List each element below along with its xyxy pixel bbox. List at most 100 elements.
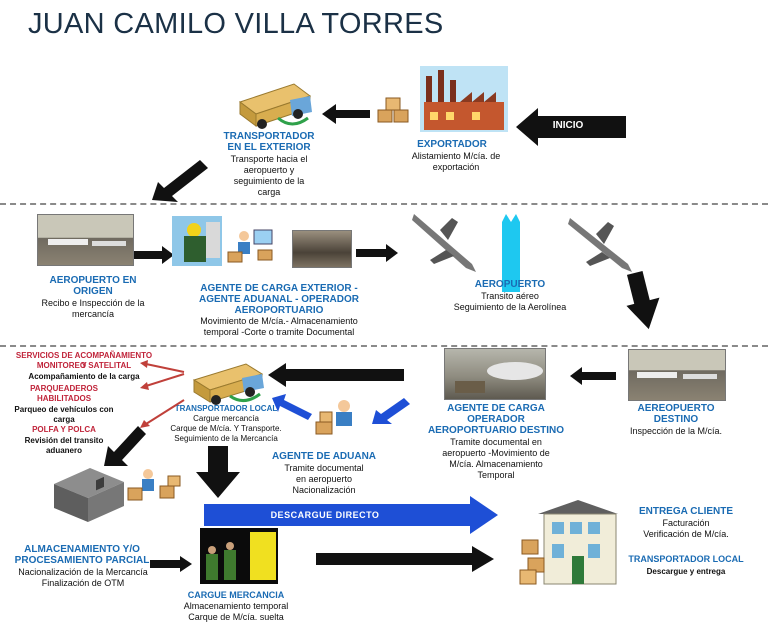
agente-carga-destino-desc-4: Temporal — [477, 470, 515, 480]
almacenamiento-desc-1: Nacionalización de la Mercancía — [18, 567, 148, 577]
workers-boxes-icon — [127, 469, 181, 501]
transportador-local-final-title: TRANSPORTADOR LOCAL — [628, 554, 744, 564]
servicio-2-title-1: PARQUEADEROS — [30, 384, 98, 393]
truck-icon-2 — [192, 363, 264, 405]
cargue-mercancia-desc-2: Carque de M/cía. suelta — [188, 612, 284, 622]
airplane-icon — [48, 239, 126, 246]
airplane-icon-2 — [637, 372, 717, 379]
servicio-2-desc-2: carga — [53, 415, 75, 424]
row-divider-1 — [0, 203, 768, 205]
arrow-left-icon-2 — [570, 367, 616, 385]
warehouse-icon — [54, 468, 124, 522]
arrow-left-icon — [322, 104, 370, 124]
agente-carga-exterior-desc-2: temporal -Corte o tramite Documental — [203, 327, 355, 337]
almacenamiento-title-2: PROCESAMIENTO PARCIAL — [14, 555, 150, 566]
entrega-cliente-desc-1: Facturación — [662, 518, 710, 528]
boxes-icon — [377, 97, 409, 123]
arrow-right-icon — [134, 246, 174, 264]
transportador-local-desc-1: Cargue mercancía — [193, 414, 259, 423]
exportador-desc-2: exportación — [432, 162, 480, 172]
agente-carga-destino-desc-3: M/cía. Almacenamiento — [449, 459, 543, 469]
servicio-3-desc-2: aduanero — [45, 446, 82, 455]
agente-carga-destino-title-3: AEROPORTUARIO DESTINO — [427, 425, 565, 436]
agente-carga-destino-desc-1: Tramite documental en — [450, 437, 542, 447]
agente-aduana-desc-1: Tramite documental — [284, 463, 364, 473]
arrow-down-icon — [626, 270, 660, 330]
transportador-local-desc-3: Seguimiento de la Mercancía — [174, 434, 278, 443]
red-arrows-icon — [140, 360, 185, 428]
transportador-exterior-desc-3: seguimiento de la — [233, 176, 305, 186]
transportador-local-final-desc: Descargue y entrega — [646, 567, 726, 576]
factory-icon — [420, 66, 508, 132]
servicio-2-desc-1: Parqueo de vehículos con — [14, 405, 114, 414]
servicio-3-desc-1: Revisión del transito — [24, 436, 104, 445]
aeropuerto-origen-desc-1: Recibo e Inspección de la — [41, 298, 145, 308]
transportador-local-title: TRANSPORTADOR LOCAL — [174, 404, 278, 413]
agente-carga-destino-title-2: OPERADOR — [467, 414, 525, 425]
entrega-cliente-title: ENTREGA CLIENTE — [638, 506, 734, 517]
exportador-desc-1: Alistamiento M/cía. de — [411, 151, 501, 161]
arrow-left-long-icon — [268, 363, 404, 387]
arrow-blue-icon — [372, 398, 410, 424]
aeropuerto-transito-title: AEROPUERTO — [474, 279, 546, 290]
airplane-landing-icon — [568, 218, 632, 272]
store-icon — [519, 500, 618, 585]
agente-aduana-desc-3: Nacionalización — [292, 485, 356, 495]
transportador-exterior-title-1: TRANSPORTADOR — [223, 131, 315, 142]
aeropuerto-destino-title-1: AEREOPUERTO — [637, 403, 715, 414]
cargo-plane-icon — [455, 362, 543, 393]
almacenamiento-desc-2: Finalización de OTM — [41, 578, 125, 588]
transportador-exterior-desc-2: aeropuerto y — [243, 165, 295, 175]
cargue-mercancia-desc-1: Almacenamiento temporal — [183, 601, 289, 611]
agente-carga-exterior-title-2: AGENTE ADUANAL - OPERADOR — [198, 294, 359, 305]
aeropuerto-destino-desc: Inspección de la M/cía. — [629, 426, 723, 436]
arrow-blue-icon-2 — [272, 394, 312, 420]
worker-icon — [172, 216, 222, 266]
cargue-mercancia-title: CARGUE MERCANCIA — [187, 590, 285, 600]
transportador-local-desc-2: Carque de M/cía. Y Transporte. — [170, 424, 282, 433]
airport-origin-photo — [37, 214, 134, 266]
aeropuerto-origen-desc-2: mercancía — [71, 309, 115, 319]
aeropuerto-transito-desc-2: Seguimiento de la Aerolínea — [453, 302, 567, 312]
arrow-down-icon-2 — [196, 446, 240, 498]
cargo-photo — [292, 230, 352, 268]
arrow-down-left-icon-2 — [104, 426, 146, 466]
aeropuerto-origen-title-1: AEROPUERTO EN — [49, 275, 137, 286]
transportador-exterior-title-2: EN EL EXTERIOR — [227, 142, 311, 153]
descargue-directo-label: DESCARGUE DIRECTO — [270, 510, 380, 520]
servicio-1-title-1: SERVICIOS DE ACOMPAÑAMIENTO Y — [15, 351, 153, 370]
cargo-loading-icon — [200, 528, 278, 584]
arrow-down-left-icon — [152, 160, 208, 202]
agente-aduana-title: AGENTE DE ADUANA — [271, 451, 377, 462]
servicio-1-title-2: MONITOREO SATELITAL — [36, 361, 132, 370]
agente-carga-destino-title-1: AGENTE DE CARGA — [447, 403, 545, 414]
almacenamiento-title-1: ALMACENAMIENTO Y/O — [24, 544, 140, 555]
agente-carga-exterior-desc-1: Movimiento de M/cía.- Almacenamiento — [200, 316, 358, 326]
exportador-title: EXPORTADOR — [417, 139, 487, 150]
transportador-exterior-desc-1: Transporte hacia el — [230, 154, 308, 164]
aeropuerto-origen-title-2: ORIGEN — [73, 286, 113, 297]
aeropuerto-destino-title-2: DESTINO — [653, 414, 699, 425]
airplane-takeoff-icon — [412, 214, 476, 272]
customs-agent-icon — [315, 400, 352, 435]
arrow-right-long-icon — [316, 546, 494, 572]
descargue-directo-arrow-icon — [204, 496, 498, 534]
inicio-label: INICIO — [552, 120, 584, 131]
servicio-3-title: POLFA Y POLCA — [32, 425, 96, 434]
transportador-exterior-desc-4: carga — [257, 187, 281, 197]
servicio-1-desc: Acompañamiento de la carga — [28, 372, 140, 381]
page-title: JUAN CAMILO VILLA TORRES — [28, 8, 444, 40]
signal-icon — [502, 214, 520, 292]
truck-icon — [238, 83, 312, 129]
arrow-right-icon-2 — [356, 244, 398, 262]
inicio-arrow-icon — [516, 108, 626, 146]
agente-carga-exterior-title-1: AGENTE DE CARGA EXTERIOR - — [200, 283, 358, 294]
cargo-plane-photo — [444, 348, 546, 400]
agente-aduana-desc-2: en aeropuerto — [295, 474, 353, 484]
entrega-cliente-desc-2: Verificación de M/cía. — [643, 529, 729, 539]
servicio-2-title-2: HABILITADOS — [36, 394, 92, 403]
agente-carga-exterior-title-3: AEROPORTUARIO — [234, 305, 324, 316]
office-worker-icon — [227, 229, 273, 263]
aeropuerto-transito-desc-1: Transito aéreo — [481, 291, 539, 301]
agente-carga-destino-desc-2: aeropuerto -Movimiento de — [442, 448, 550, 458]
